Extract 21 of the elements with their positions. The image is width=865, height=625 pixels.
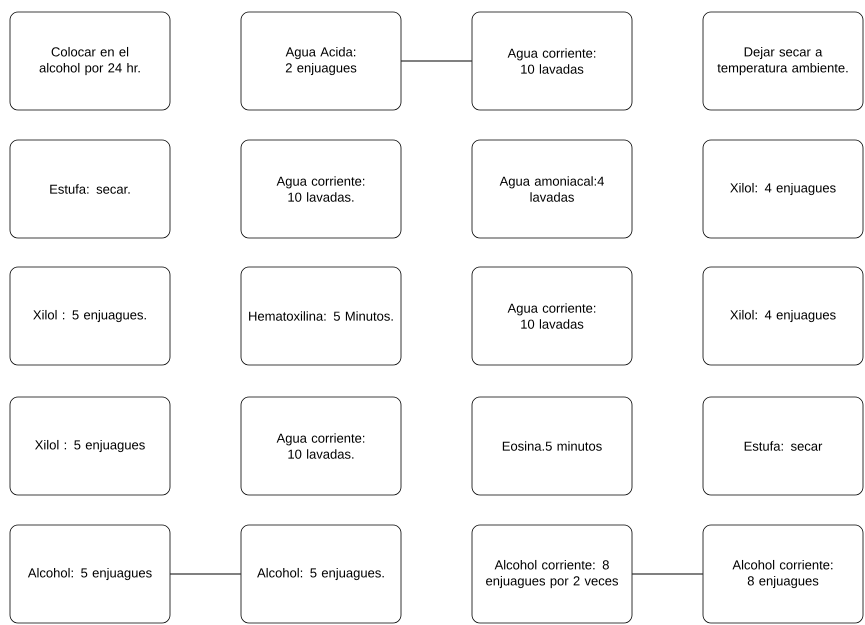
step-box: Agua Acida: 2 enjuagues bbox=[240, 12, 402, 110]
step-box: Agua corriente: 10 lavadas. bbox=[240, 396, 402, 496]
step-box: Estufa: secar. bbox=[10, 140, 170, 238]
step-box: Hematoxilina: 5 Minutos. bbox=[240, 266, 402, 366]
step-box: Xilol: 4 enjuagues bbox=[702, 266, 864, 366]
step-box: Estufa: secar bbox=[702, 396, 864, 496]
step-box: Alcohol corriente: 8 enjuagues bbox=[702, 524, 864, 624]
step-box: Alcohol: 5 enjuagues bbox=[10, 524, 170, 624]
step-box: Agua corriente: 10 lavadas. bbox=[240, 140, 402, 238]
step-box: Alcohol corriente: 8 enjuagues por 2 veces bbox=[472, 524, 632, 624]
connector-line bbox=[400, 60, 472, 62]
step-box: Xilol : 5 enjuagues bbox=[10, 396, 170, 496]
step-box: Agua corriente: 10 lavadas bbox=[472, 12, 632, 110]
step-box: Dejar secar a temperatura ambiente. bbox=[702, 12, 864, 110]
step-box: Agua corriente: 10 lavadas bbox=[472, 266, 632, 366]
step-box: Xilol : 5 enjuagues. bbox=[10, 266, 170, 366]
step-box: Agua amoniacal:4 lavadas bbox=[472, 140, 632, 238]
step-box: Eosina.5 minutos bbox=[472, 396, 632, 496]
step-box: Alcohol: 5 enjuagues. bbox=[240, 524, 402, 624]
step-box: Colocar en el alcohol por 24 hr. bbox=[10, 12, 170, 110]
step-box: Xilol: 4 enjuagues bbox=[702, 140, 864, 238]
